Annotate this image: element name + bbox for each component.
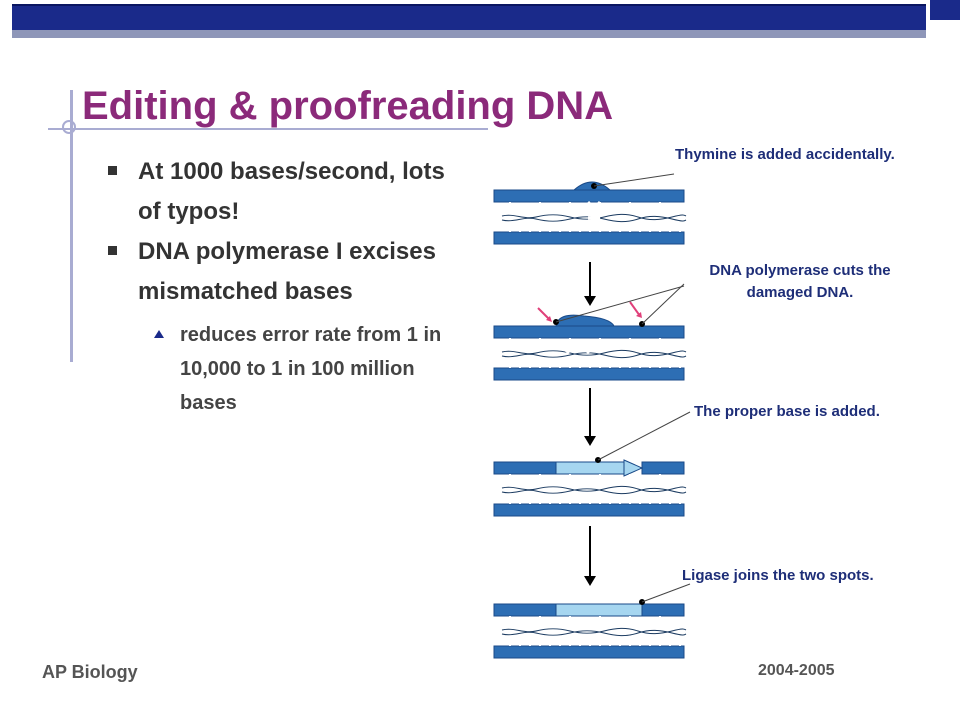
slide-title: Editing & proofreading DNA	[82, 84, 614, 128]
horizontal-rule	[48, 128, 488, 130]
step-caption-text: DNA polymerase cuts the damaged DNA.	[709, 262, 891, 301]
dna-repair-diagram	[493, 173, 691, 659]
dna-step-4	[493, 583, 691, 659]
crosshair-icon	[62, 120, 76, 134]
footer-course: AP Biology	[42, 662, 138, 682]
bullet-item: DNA polymerase I excises mismatched base…	[108, 232, 448, 312]
step-caption: Thymine is added accidentally.	[675, 146, 895, 163]
square-bullet-icon	[108, 246, 117, 255]
step-caption: The proper base is added.	[694, 403, 880, 420]
bullet-text: DNA polymerase I excises mismatched base…	[138, 238, 436, 305]
header-band-fill	[12, 4, 926, 38]
vertical-rule	[70, 90, 73, 362]
dna-step-3	[493, 411, 691, 517]
corner-square	[930, 0, 960, 20]
step-caption: Ligase joins the two spots.	[682, 567, 874, 584]
dna-step-2	[493, 283, 687, 381]
arrow-down-icon	[584, 526, 596, 586]
footer-year: 2004-2005	[758, 662, 835, 679]
arrow-down-icon	[584, 388, 596, 446]
sub-bullet-text: reduces error rate from 1 in 10,000 to 1…	[180, 324, 442, 414]
triangle-bullet-icon	[154, 330, 164, 338]
dna-step-1	[493, 173, 687, 245]
step-caption: DNA polymerase cuts the damaged DNA.	[680, 260, 920, 304]
arrow-down-icon	[584, 262, 596, 306]
bullet-list: At 1000 bases/second, lots of typos! DNA…	[108, 152, 448, 420]
sub-bullet-item: reduces error rate from 1 in 10,000 to 1…	[154, 318, 448, 420]
square-bullet-icon	[108, 166, 117, 175]
header-band-edge	[12, 4, 926, 6]
bullet-item: At 1000 bases/second, lots of typos!	[108, 152, 448, 232]
bullet-text: At 1000 bases/second, lots of typos!	[138, 158, 445, 225]
